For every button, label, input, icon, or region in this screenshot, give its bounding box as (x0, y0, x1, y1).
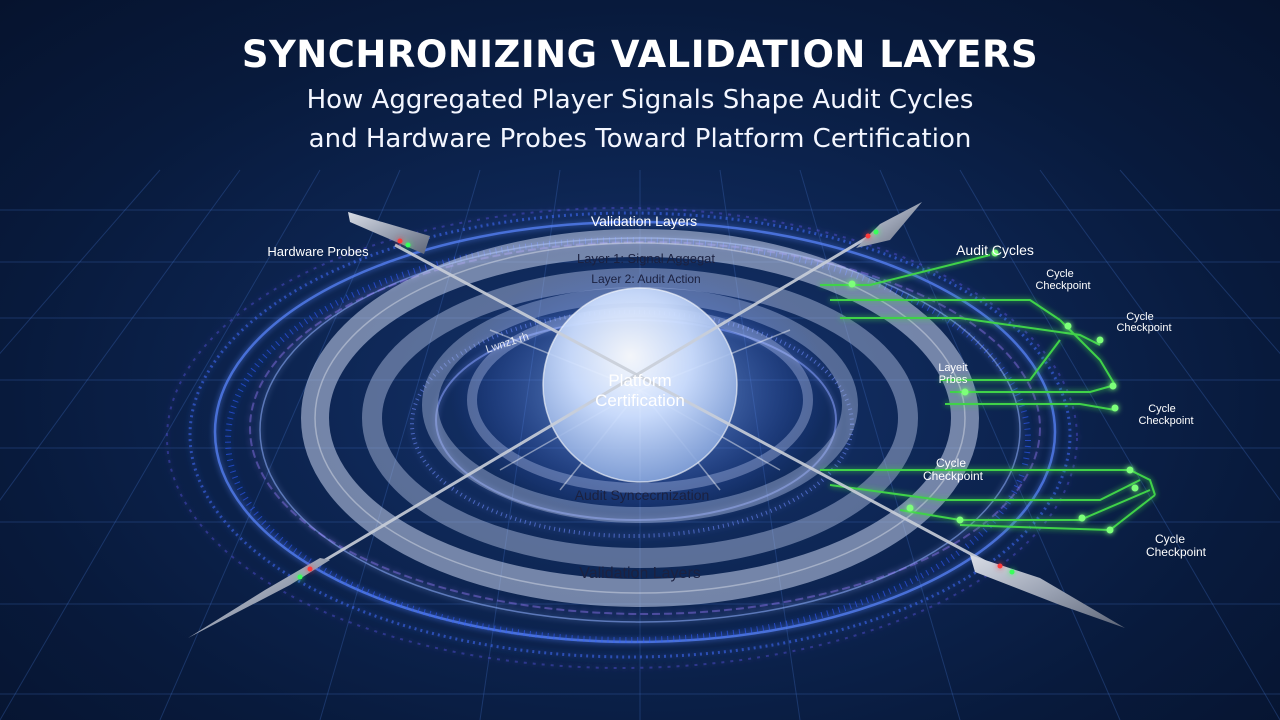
probe-leds (297, 229, 1015, 580)
probe-head-bottom-right (970, 555, 1125, 628)
cycle-checkpoint-4: Cycle Checkpoint (923, 456, 984, 483)
audit-circuit-traces (820, 254, 1156, 532)
svg-text:Checkpoint: Checkpoint (1035, 280, 1090, 292)
cycle-checkpoint-5: Cycle Checkpoint (1146, 532, 1207, 559)
page-title: SYNCHRONIZING VALIDATION LAYERS (241, 33, 1039, 76)
label-layout-probes-line1: Layeit (938, 362, 967, 374)
ring-label-bottom: Validation Layers (579, 565, 701, 582)
cycle-checkpoint-2: Cycle Checkpoint (1116, 311, 1171, 334)
label-layout-probes-line2: Prbes (939, 374, 968, 386)
svg-text:Cycle: Cycle (1155, 532, 1185, 546)
platform-certification-core (542, 287, 738, 483)
page-subtitle-line2: and Hardware Probes Toward Platform Cert… (308, 124, 972, 154)
svg-text:Cycle: Cycle (936, 456, 966, 470)
cycle-checkpoint-1: Cycle Checkpoint (1035, 268, 1090, 292)
label-audit-cycles: Audit Cycles (956, 242, 1034, 258)
ring-label-layer2: Layer 2: Audit Action (591, 272, 700, 286)
ring-label-top: Validation Layers (591, 213, 697, 229)
svg-text:Cycle: Cycle (1046, 268, 1074, 280)
svg-text:Cycle: Cycle (1126, 311, 1154, 323)
hardware-probe-spears (188, 202, 1125, 638)
circuit-nodes (848, 249, 1139, 534)
svg-text:Checkpoint: Checkpoint (1146, 545, 1207, 559)
ring-label-audit-sync: Audit Syncecrnization (575, 487, 710, 503)
svg-text:Checkpoint: Checkpoint (923, 469, 984, 483)
page-subtitle-line1: How Aggregated Player Signals Shape Audi… (306, 85, 974, 115)
probe-head-bottom-left (188, 558, 330, 638)
svg-text:Checkpoint: Checkpoint (1138, 415, 1193, 427)
svg-text:Cycle: Cycle (1148, 403, 1176, 415)
cycle-checkpoint-3: Cycle Checkpoint (1138, 403, 1193, 427)
core-label-line2: Certification (595, 391, 685, 410)
probe-head-top-right (856, 202, 922, 248)
ring-label-layer1: Layer 1: Signal Aggegat (577, 251, 715, 266)
label-hardware-probes: Hardware Probes (267, 244, 369, 259)
core-label-line1: Platform (608, 371, 671, 390)
svg-text:Checkpoint: Checkpoint (1116, 322, 1171, 334)
header: SYNCHRONIZING VALIDATION LAYERS How Aggr… (0, 30, 1280, 158)
